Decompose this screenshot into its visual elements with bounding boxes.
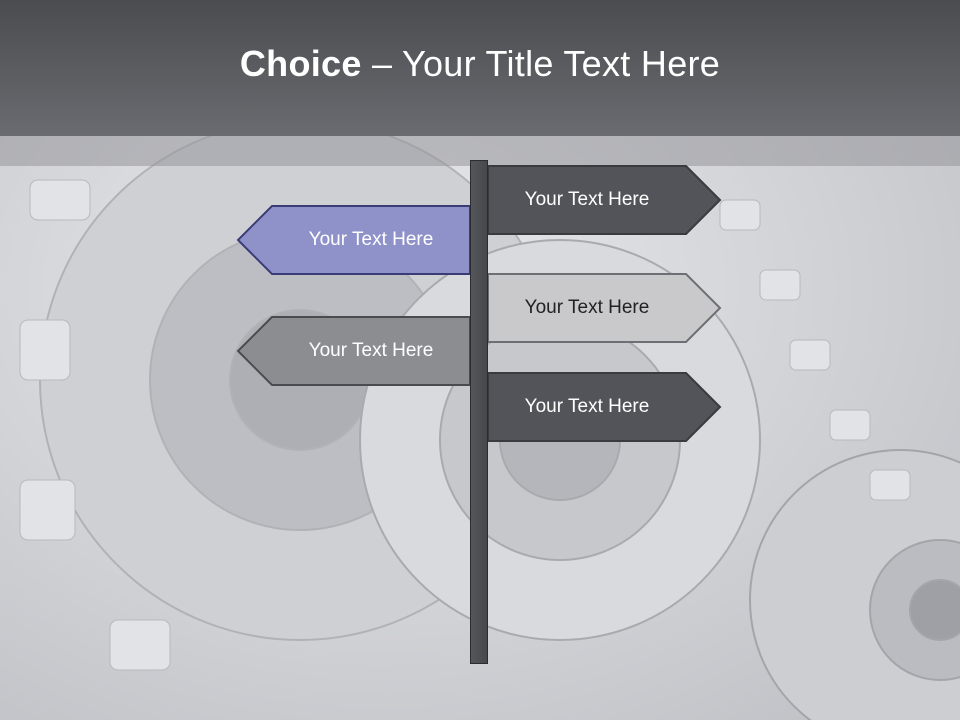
sign-arrow-5[interactable] [487,372,722,442]
sign-label-2[interactable]: Your Text Here [308,229,434,250]
sign-arrow-1[interactable] [487,165,722,235]
slide-title-bold: Choice [239,43,362,84]
title-bar: Choice – Your Title Text Here [0,0,960,136]
slide-title: Choice – Your Title Text Here [240,43,720,85]
sign-arrow-3[interactable] [487,273,722,343]
sign-label-1[interactable]: Your Text Here [524,189,650,210]
sign-label-5[interactable]: Your Text Here [524,396,650,417]
sign-label-4[interactable]: Your Text Here [308,340,434,361]
signpost-pole [470,160,488,664]
sign-label-3[interactable]: Your Text Here [524,297,650,318]
slide-title-rest: – Your Title Text Here [361,43,721,84]
